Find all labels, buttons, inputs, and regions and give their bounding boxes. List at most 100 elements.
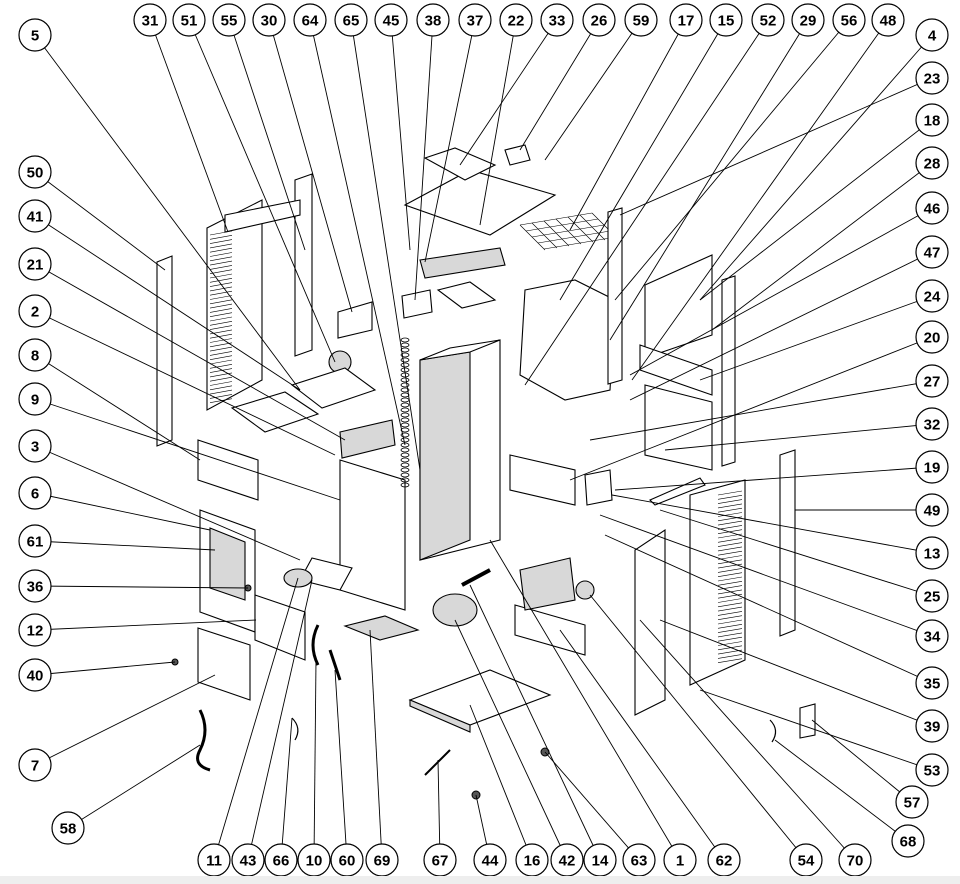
callout-number: 9 — [31, 392, 39, 409]
callout-number: 47 — [924, 245, 941, 262]
callout-number: 3 — [31, 439, 39, 456]
leader-line — [34, 310, 336, 456]
leader-line — [34, 619, 257, 631]
top-cover-33 — [423, 147, 497, 181]
callout-number: 10 — [306, 853, 323, 870]
callout-number: 27 — [924, 374, 941, 391]
callout-48: 48 — [871, 3, 905, 37]
callout-number: 28 — [924, 156, 941, 173]
callout-8: 8 — [18, 338, 52, 372]
callout-49: 49 — [915, 493, 949, 527]
callout-number: 25 — [924, 589, 941, 606]
callout-number: 36 — [27, 579, 44, 596]
callout-number: 22 — [508, 13, 525, 30]
callout-number: 18 — [924, 113, 941, 130]
box-12 — [254, 594, 306, 661]
profile-31 — [294, 173, 313, 357]
callout-number: 23 — [924, 71, 941, 88]
tube-2 — [339, 419, 396, 459]
plate-45 — [436, 281, 497, 309]
callout-circle — [133, 3, 167, 37]
callout-circle — [416, 3, 450, 37]
callout-circle — [624, 3, 658, 37]
chamber-top — [419, 339, 501, 361]
leader-line — [659, 509, 933, 597]
callout-circle — [18, 294, 52, 328]
leader-line — [369, 629, 383, 861]
bracket-55 — [224, 199, 301, 233]
leader-line — [559, 629, 725, 861]
callout-number: 44 — [482, 853, 499, 870]
callout-circle — [791, 3, 825, 37]
callout-21: 21 — [18, 247, 52, 281]
callout-24: 24 — [915, 279, 949, 313]
remote-57 — [799, 703, 816, 739]
callout-15: 15 — [709, 3, 743, 37]
callout-number: 63 — [631, 853, 648, 870]
callout-number: 43 — [240, 853, 257, 870]
pin-14 — [461, 568, 491, 587]
callout-35: 35 — [915, 666, 949, 700]
leader-line — [34, 171, 166, 271]
callout-70: 70 — [838, 843, 872, 877]
fan-42 — [432, 593, 478, 627]
callout-number: 30 — [261, 13, 278, 30]
callout-13: 13 — [915, 536, 949, 570]
callout-circle — [51, 811, 85, 845]
callout-number: 61 — [27, 534, 44, 551]
callout-number: 8 — [31, 348, 39, 365]
callout-circle — [18, 429, 52, 463]
callout-1: 1 — [663, 843, 697, 877]
callout-number: 19 — [924, 460, 941, 477]
leader-line — [268, 19, 353, 313]
callout-number: 35 — [924, 676, 941, 693]
callout-circle — [669, 3, 703, 37]
callout-29: 29 — [791, 3, 825, 37]
callout-34: 34 — [915, 619, 949, 653]
callout-number: 49 — [924, 503, 941, 520]
leader-line — [599, 514, 933, 637]
leader-line — [611, 494, 933, 554]
leader-line — [614, 466, 933, 491]
leader-line — [459, 19, 558, 166]
callout-46: 46 — [915, 191, 949, 225]
callout-number: 6 — [31, 486, 39, 503]
leader-line — [34, 215, 301, 391]
callout-number: 52 — [760, 13, 777, 30]
callout-2: 2 — [18, 294, 52, 328]
side-panel-left — [206, 199, 263, 411]
callout-number: 68 — [900, 834, 917, 851]
leader-line — [711, 162, 933, 331]
callout-3: 3 — [18, 429, 52, 463]
callout-circle — [18, 658, 52, 692]
plate-62 — [514, 604, 586, 656]
callout-36: 36 — [18, 569, 52, 603]
callout-number: 69 — [374, 853, 391, 870]
sensor-60 — [328, 649, 342, 681]
callout-50: 50 — [18, 155, 52, 189]
callout-25: 25 — [915, 579, 949, 613]
callout-number: 55 — [221, 13, 238, 30]
leader-line — [350, 19, 421, 471]
callout-number: 42 — [559, 853, 576, 870]
callout-number: 40 — [27, 668, 44, 685]
callout-number: 48 — [880, 13, 897, 30]
leader-line — [34, 492, 211, 531]
callout-circle — [18, 476, 52, 510]
callout-number: 33 — [549, 13, 566, 30]
callout-64: 64 — [293, 3, 327, 37]
callout-circle — [871, 3, 905, 37]
callout-circle — [915, 666, 949, 700]
callout-number: 66 — [273, 853, 290, 870]
callout-circle — [540, 3, 574, 37]
callout-66: 66 — [264, 843, 298, 877]
callout-55: 55 — [212, 3, 246, 37]
leader-line — [774, 739, 909, 842]
leader-line — [34, 661, 176, 676]
front-panel-8 — [197, 439, 259, 501]
callout-17: 17 — [669, 3, 703, 37]
callout-circle — [709, 3, 743, 37]
leader-line — [34, 34, 301, 391]
plate-30 — [337, 301, 373, 339]
callout-57: 57 — [895, 785, 929, 819]
